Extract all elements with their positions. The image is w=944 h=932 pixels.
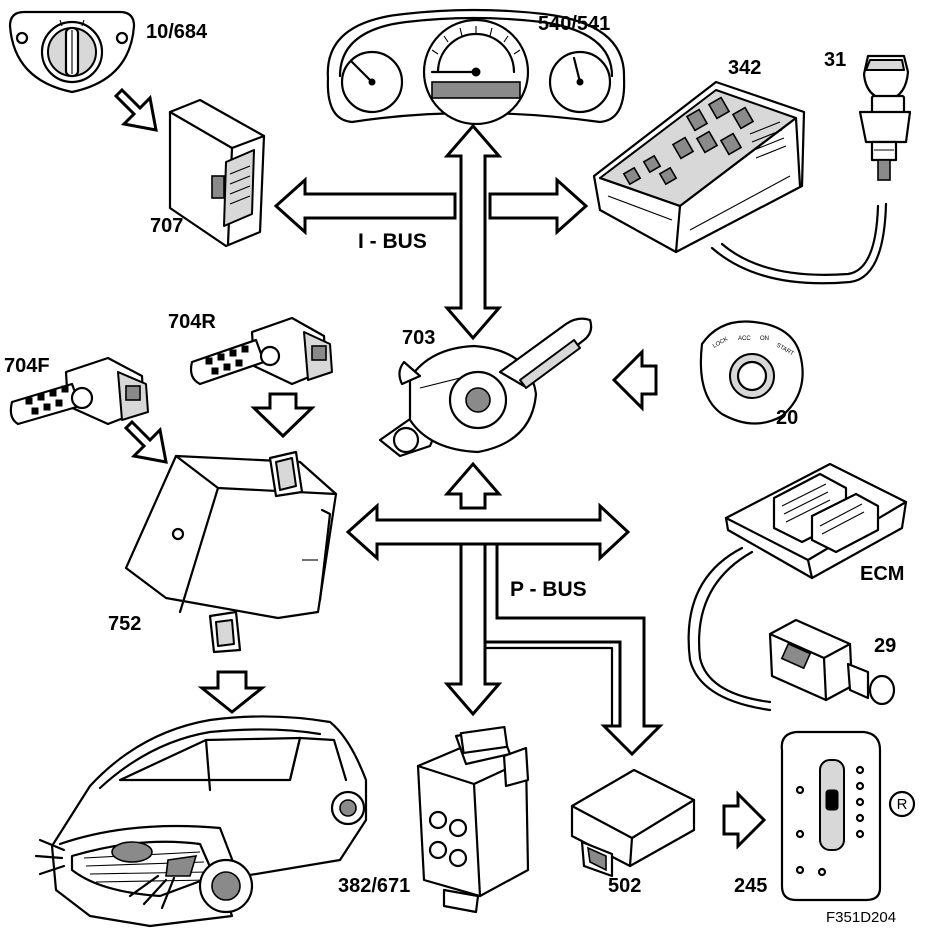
ignition-position-on: ON <box>760 336 769 342</box>
sensor-704f-icon <box>9 356 149 426</box>
label-540-541: 540/541 <box>538 13 610 35</box>
i-bus-label: I - BUS <box>358 230 427 253</box>
headlight-switch-icon <box>8 10 136 94</box>
gear-selector-r-badge: R <box>888 790 916 818</box>
label-342: 342 <box>728 57 761 79</box>
gear-selector-r-text: R <box>897 796 908 813</box>
abs-unit-icon <box>416 725 530 914</box>
label-31: 31 <box>824 49 846 71</box>
module-502-icon <box>570 768 696 878</box>
gear-selector-icon <box>780 730 882 902</box>
switch-29-icon <box>768 618 896 706</box>
module-752-icon <box>124 450 338 654</box>
label-703: 703 <box>402 327 435 349</box>
label-704f: 704F <box>4 355 50 377</box>
i-bus-arrows <box>273 123 589 341</box>
label-502: 502 <box>608 875 641 897</box>
fuse-relay-box-icon <box>592 80 888 285</box>
label-29: 29 <box>874 635 896 657</box>
module-707-icon <box>168 98 266 248</box>
sensor-31-icon <box>858 54 912 181</box>
label-752: 752 <box>108 613 141 635</box>
input-arrows <box>113 87 767 850</box>
car-icon <box>34 715 368 928</box>
ecm-icon <box>687 462 908 712</box>
ignition-position-acc: ACC <box>738 336 751 342</box>
label-10-684: 10/684 <box>146 21 208 43</box>
p-bus-arrows <box>345 461 664 757</box>
sensor-704r-icon <box>189 316 333 386</box>
instrument-cluster-icon <box>326 8 626 126</box>
steering-column-module-icon <box>378 317 593 458</box>
label-382-671: 382/671 <box>338 875 410 897</box>
p-bus-label: P - BUS <box>510 578 587 601</box>
label-ecm: ECM <box>860 563 904 585</box>
ignition-switch-icon: LOCK ACC ON START <box>699 320 804 425</box>
label-704r: 704R <box>168 311 216 333</box>
figure-reference: F351D204 <box>826 909 896 926</box>
label-245: 245 <box>734 875 767 897</box>
label-20: 20 <box>776 407 798 429</box>
label-707: 707 <box>150 215 183 237</box>
